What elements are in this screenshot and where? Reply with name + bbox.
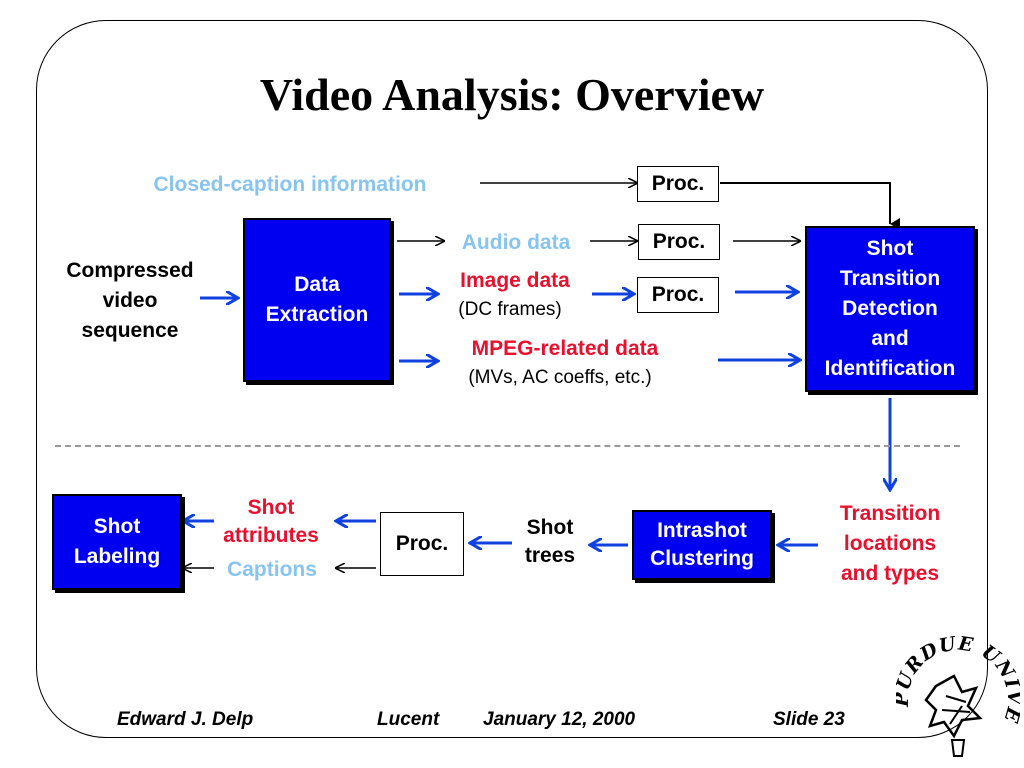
shot-transition-line: Shot [866, 237, 914, 260]
proc-box-audio: Proc. [638, 224, 720, 260]
data-extraction-box: Data Extraction [243, 218, 391, 382]
shot-transition-box: Shot Transition Detection and Identifica… [805, 226, 975, 392]
transition-locations-line: and types [840, 562, 940, 585]
footer-org: Lucent [377, 709, 440, 730]
shot-transition-line: Detection [842, 297, 938, 320]
shot-transition-line: and [871, 327, 909, 350]
transition-locations-line: Transition [839, 502, 941, 525]
transition-locations-label: Transition locations and types [815, 499, 965, 589]
data-extraction-line: Data [294, 273, 340, 296]
shot-attributes-line: Shot [247, 496, 295, 519]
compressed-video-line: Compressed [66, 259, 194, 282]
mpeg-data-label: MPEG-related data [471, 337, 659, 360]
captions-label: Captions [227, 558, 317, 581]
footer-date: January 12, 2000 [483, 709, 636, 730]
purdue-seal-logo: PURDUE UNIVERSITY [896, 636, 1020, 757]
proc-box-caption: Proc. [637, 166, 719, 202]
intrashot-clustering-box: Intrashot Clustering [632, 510, 772, 580]
proc-box-image: Proc. [637, 277, 719, 313]
dc-frames-label: (DC frames) [458, 299, 562, 320]
shot-trees-line: trees [524, 544, 576, 567]
shot-trees-label: Shot trees [505, 514, 595, 570]
footer-slide: Slide 23 [773, 709, 845, 730]
slide-title: Video Analysis: Overview [259, 69, 765, 120]
slide-frame [36, 20, 988, 738]
intrashot-line: Clustering [650, 547, 754, 570]
audio-data-label: Audio data [461, 231, 571, 254]
shot-trees-line: Shot [526, 516, 574, 539]
intrashot-line: Intrashot [657, 519, 747, 542]
compressed-video-label: Compressed video sequence [45, 256, 215, 346]
data-extraction-line: Extraction [265, 303, 369, 326]
separator-dashed-line [55, 445, 960, 447]
shot-labeling-box: Shot Labeling [52, 494, 182, 590]
shot-transition-line: Transition [839, 267, 941, 290]
compressed-video-line: sequence [81, 319, 179, 342]
arrow-proc-to-shot-transition [720, 182, 900, 230]
image-data-label: Image data [460, 269, 570, 292]
closed-caption-label: Closed-caption information [153, 173, 427, 196]
transition-locations-line: locations [843, 532, 937, 555]
proc-box-trees: Proc. [380, 512, 464, 576]
shot-transition-line: Identification [824, 357, 956, 380]
compressed-video-line: video [102, 289, 158, 312]
mpeg-detail-label: (MVs, AC coeffs, etc.) [468, 367, 652, 388]
shot-labeling-line: Labeling [73, 545, 161, 568]
shot-attributes-label: Shot attributes [206, 494, 336, 550]
shot-attributes-line: attributes [223, 524, 319, 547]
shot-labeling-line: Shot [93, 515, 141, 538]
footer-author: Edward J. Delp [117, 709, 254, 730]
